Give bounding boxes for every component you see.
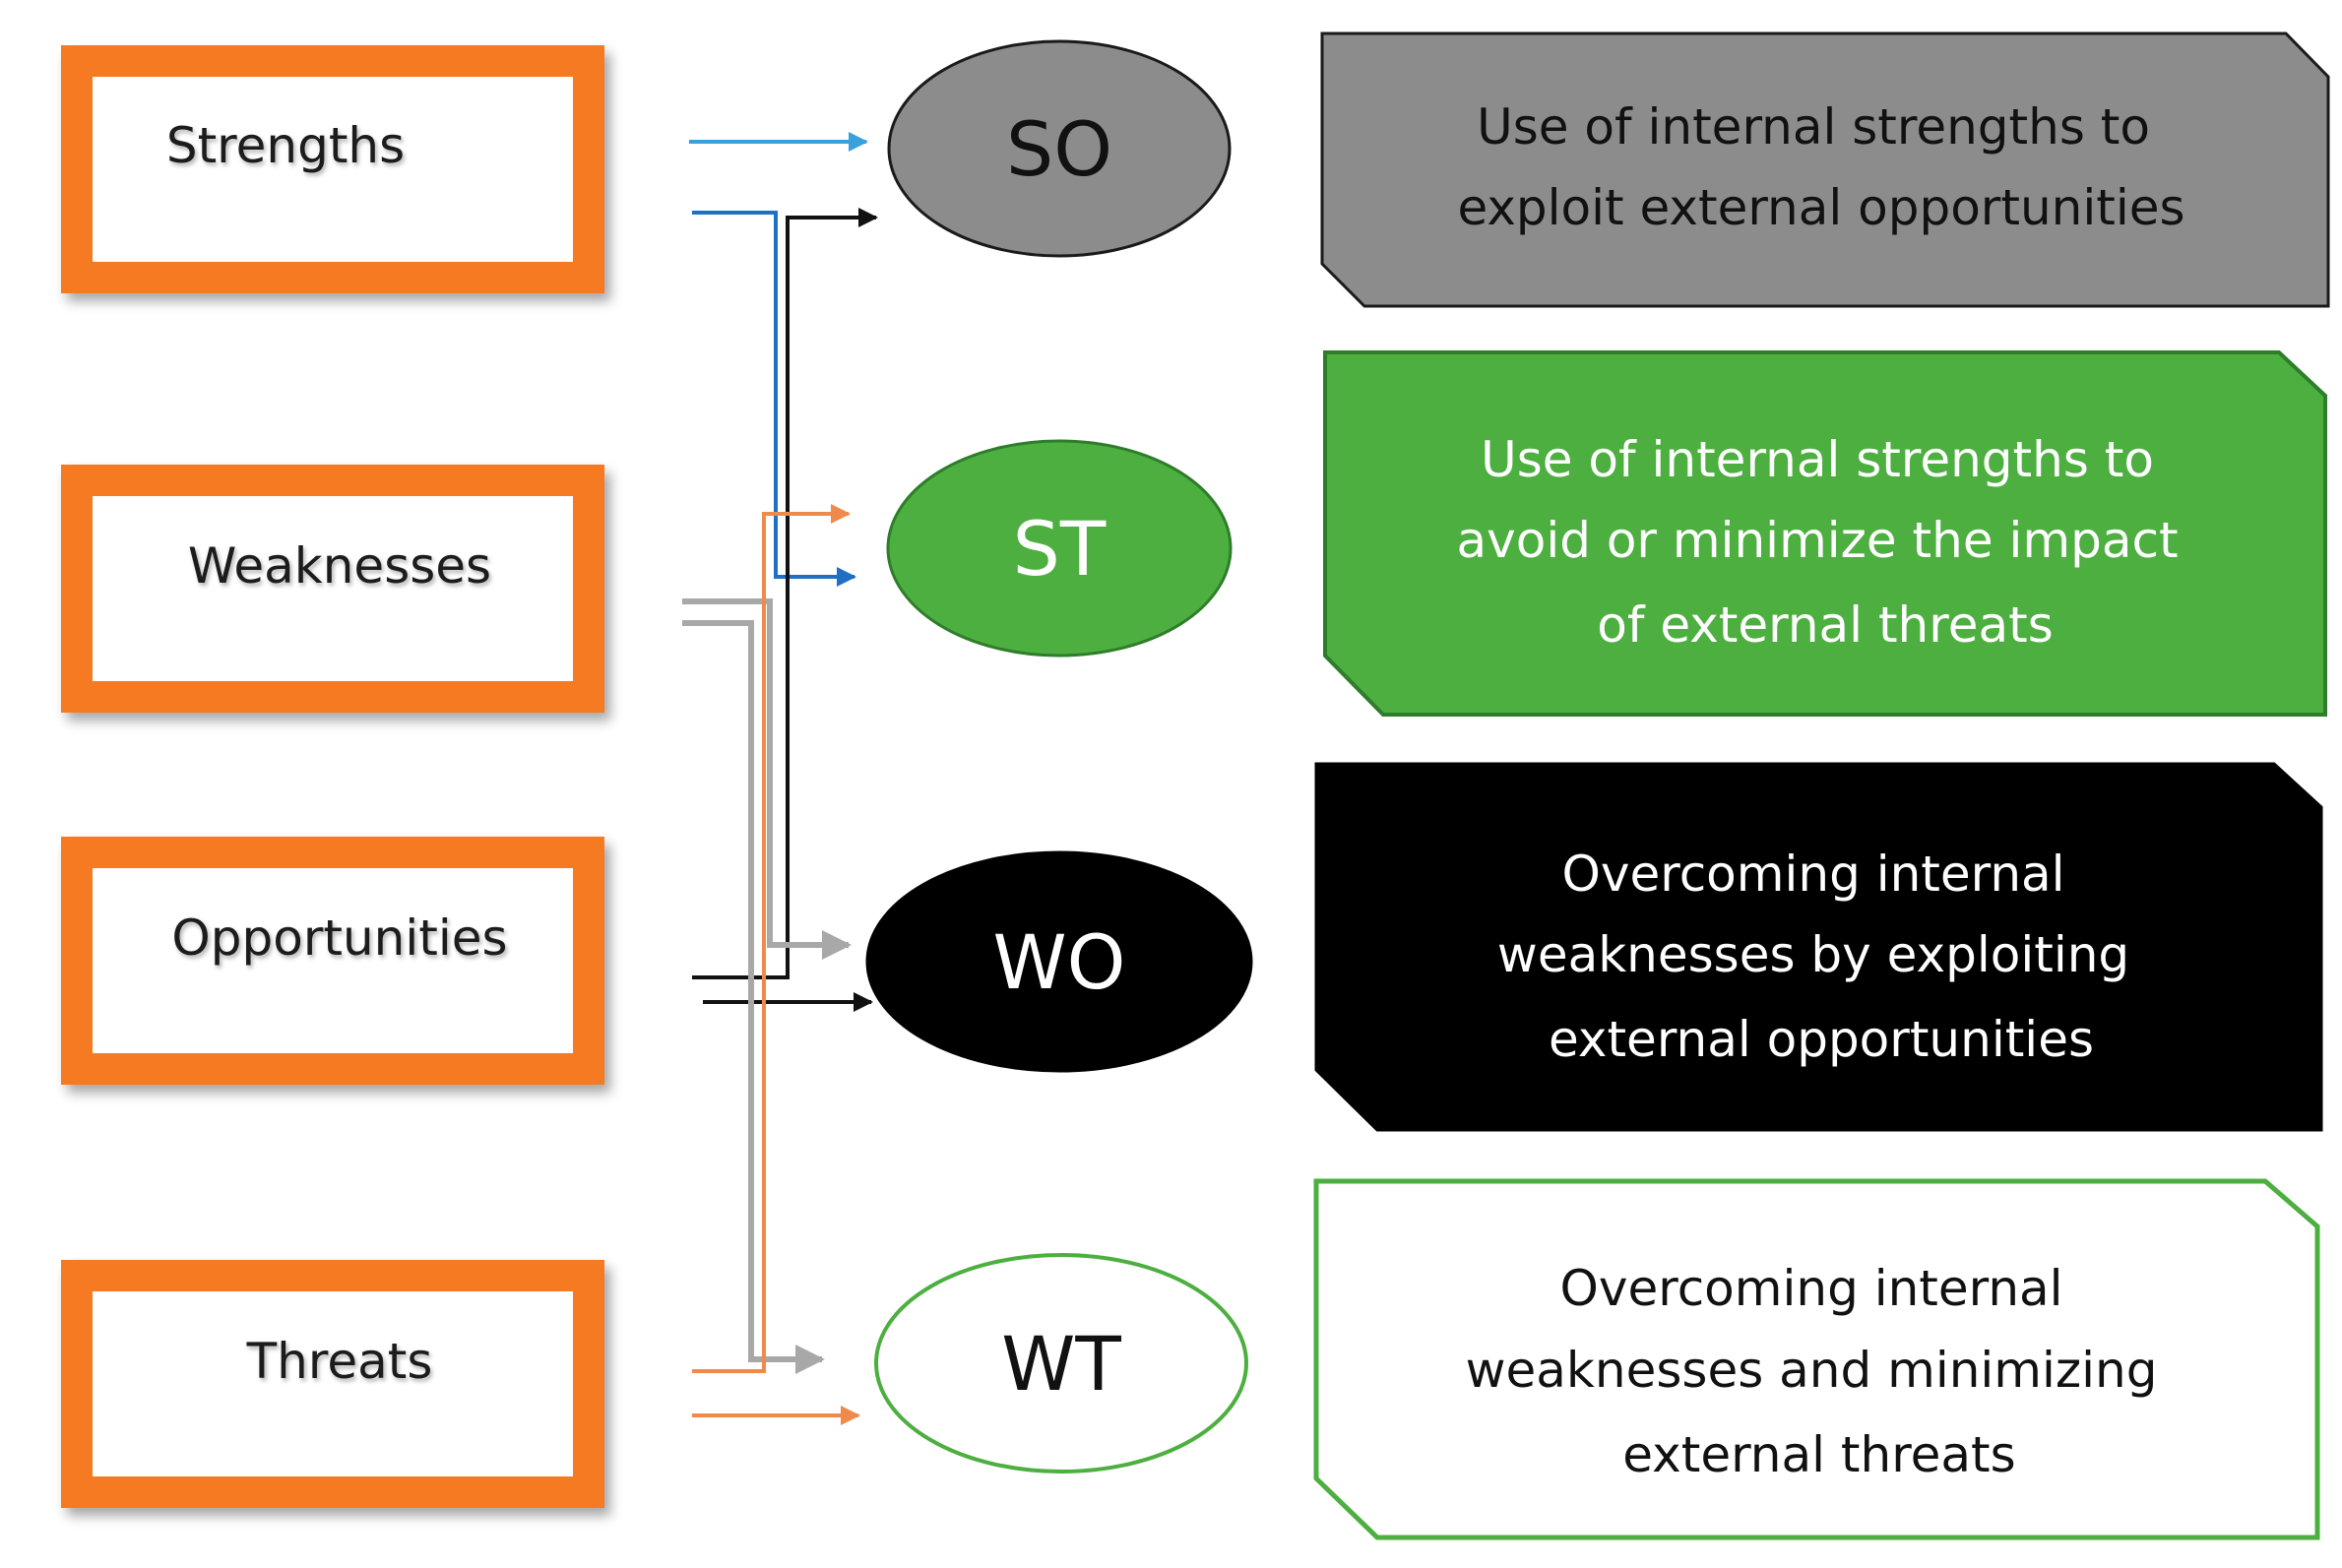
description-text-wo: Overcoming internal weaknesses by exploi… xyxy=(1497,846,2145,1068)
description-text-st: Use of internal strengths to avoid or mi… xyxy=(1457,431,2194,654)
arrow-weaknesses-wo xyxy=(682,598,852,960)
description-panel-wt: Overcoming internal weaknesses and minim… xyxy=(1313,1178,2320,1540)
description-line: external opportunities xyxy=(1549,1011,2094,1068)
factor-label-threats: Threats xyxy=(246,1333,433,1390)
description-line: Overcoming internal xyxy=(1560,1260,2063,1317)
arrow-threats-st xyxy=(692,504,851,1373)
strategy-ellipse-so: SO xyxy=(887,39,1232,258)
strategy-ellipse-wt: WT xyxy=(874,1253,1248,1474)
description-line: avoid or minimize the impact xyxy=(1457,512,2179,569)
factor-label-opportunities: Opportunities xyxy=(171,909,507,967)
connectors xyxy=(682,132,878,1425)
description-text-so: Use of internal strengths to exploit ext… xyxy=(1457,98,2184,236)
factor-box-threats: Threats xyxy=(61,1260,604,1508)
factor-label-strengths: Strengths xyxy=(166,117,405,174)
description-panel-st: Use of internal strengths to avoid or mi… xyxy=(1323,350,2327,717)
factor-box-opportunities: Opportunities xyxy=(61,837,604,1085)
description-line: weaknesses by exploiting xyxy=(1497,926,2129,983)
description-line: Overcoming internal xyxy=(1562,846,2065,903)
strategy-label-wt: WT xyxy=(1001,1320,1121,1408)
factor-box-weaknesses: Weaknesses xyxy=(61,465,604,713)
factor-label-weaknesses: Weaknesses xyxy=(188,537,491,595)
arrow-opportunities-so xyxy=(692,208,878,979)
factor-box-strengths: Strengths xyxy=(61,45,604,293)
description-line: exploit external opportunities xyxy=(1457,179,2184,236)
description-line: weaknesses and minimizing xyxy=(1466,1342,2158,1399)
description-text-wt: Overcoming internal weaknesses and minim… xyxy=(1466,1260,2174,1483)
strategy-ellipse-st: ST xyxy=(886,439,1233,658)
arrow-weaknesses-wt xyxy=(682,620,825,1374)
strategy-label-so: SO xyxy=(1006,105,1112,193)
description-line: Use of internal strengths to xyxy=(1477,98,2150,156)
description-line: external threats xyxy=(1622,1426,2015,1483)
strategy-ellipse-wo: WO xyxy=(865,850,1253,1073)
arrow-strengths-st xyxy=(692,211,856,587)
description-line: Use of internal strengths to xyxy=(1481,431,2154,488)
description-panel-so: Use of internal strengths to exploit ext… xyxy=(1320,31,2330,308)
strategy-label-st: ST xyxy=(1013,505,1107,593)
description-panel-wo: Overcoming internal weaknesses by exploi… xyxy=(1314,762,2323,1132)
strategy-label-wo: WO xyxy=(993,918,1126,1006)
description-line: of external threats xyxy=(1597,596,2054,654)
